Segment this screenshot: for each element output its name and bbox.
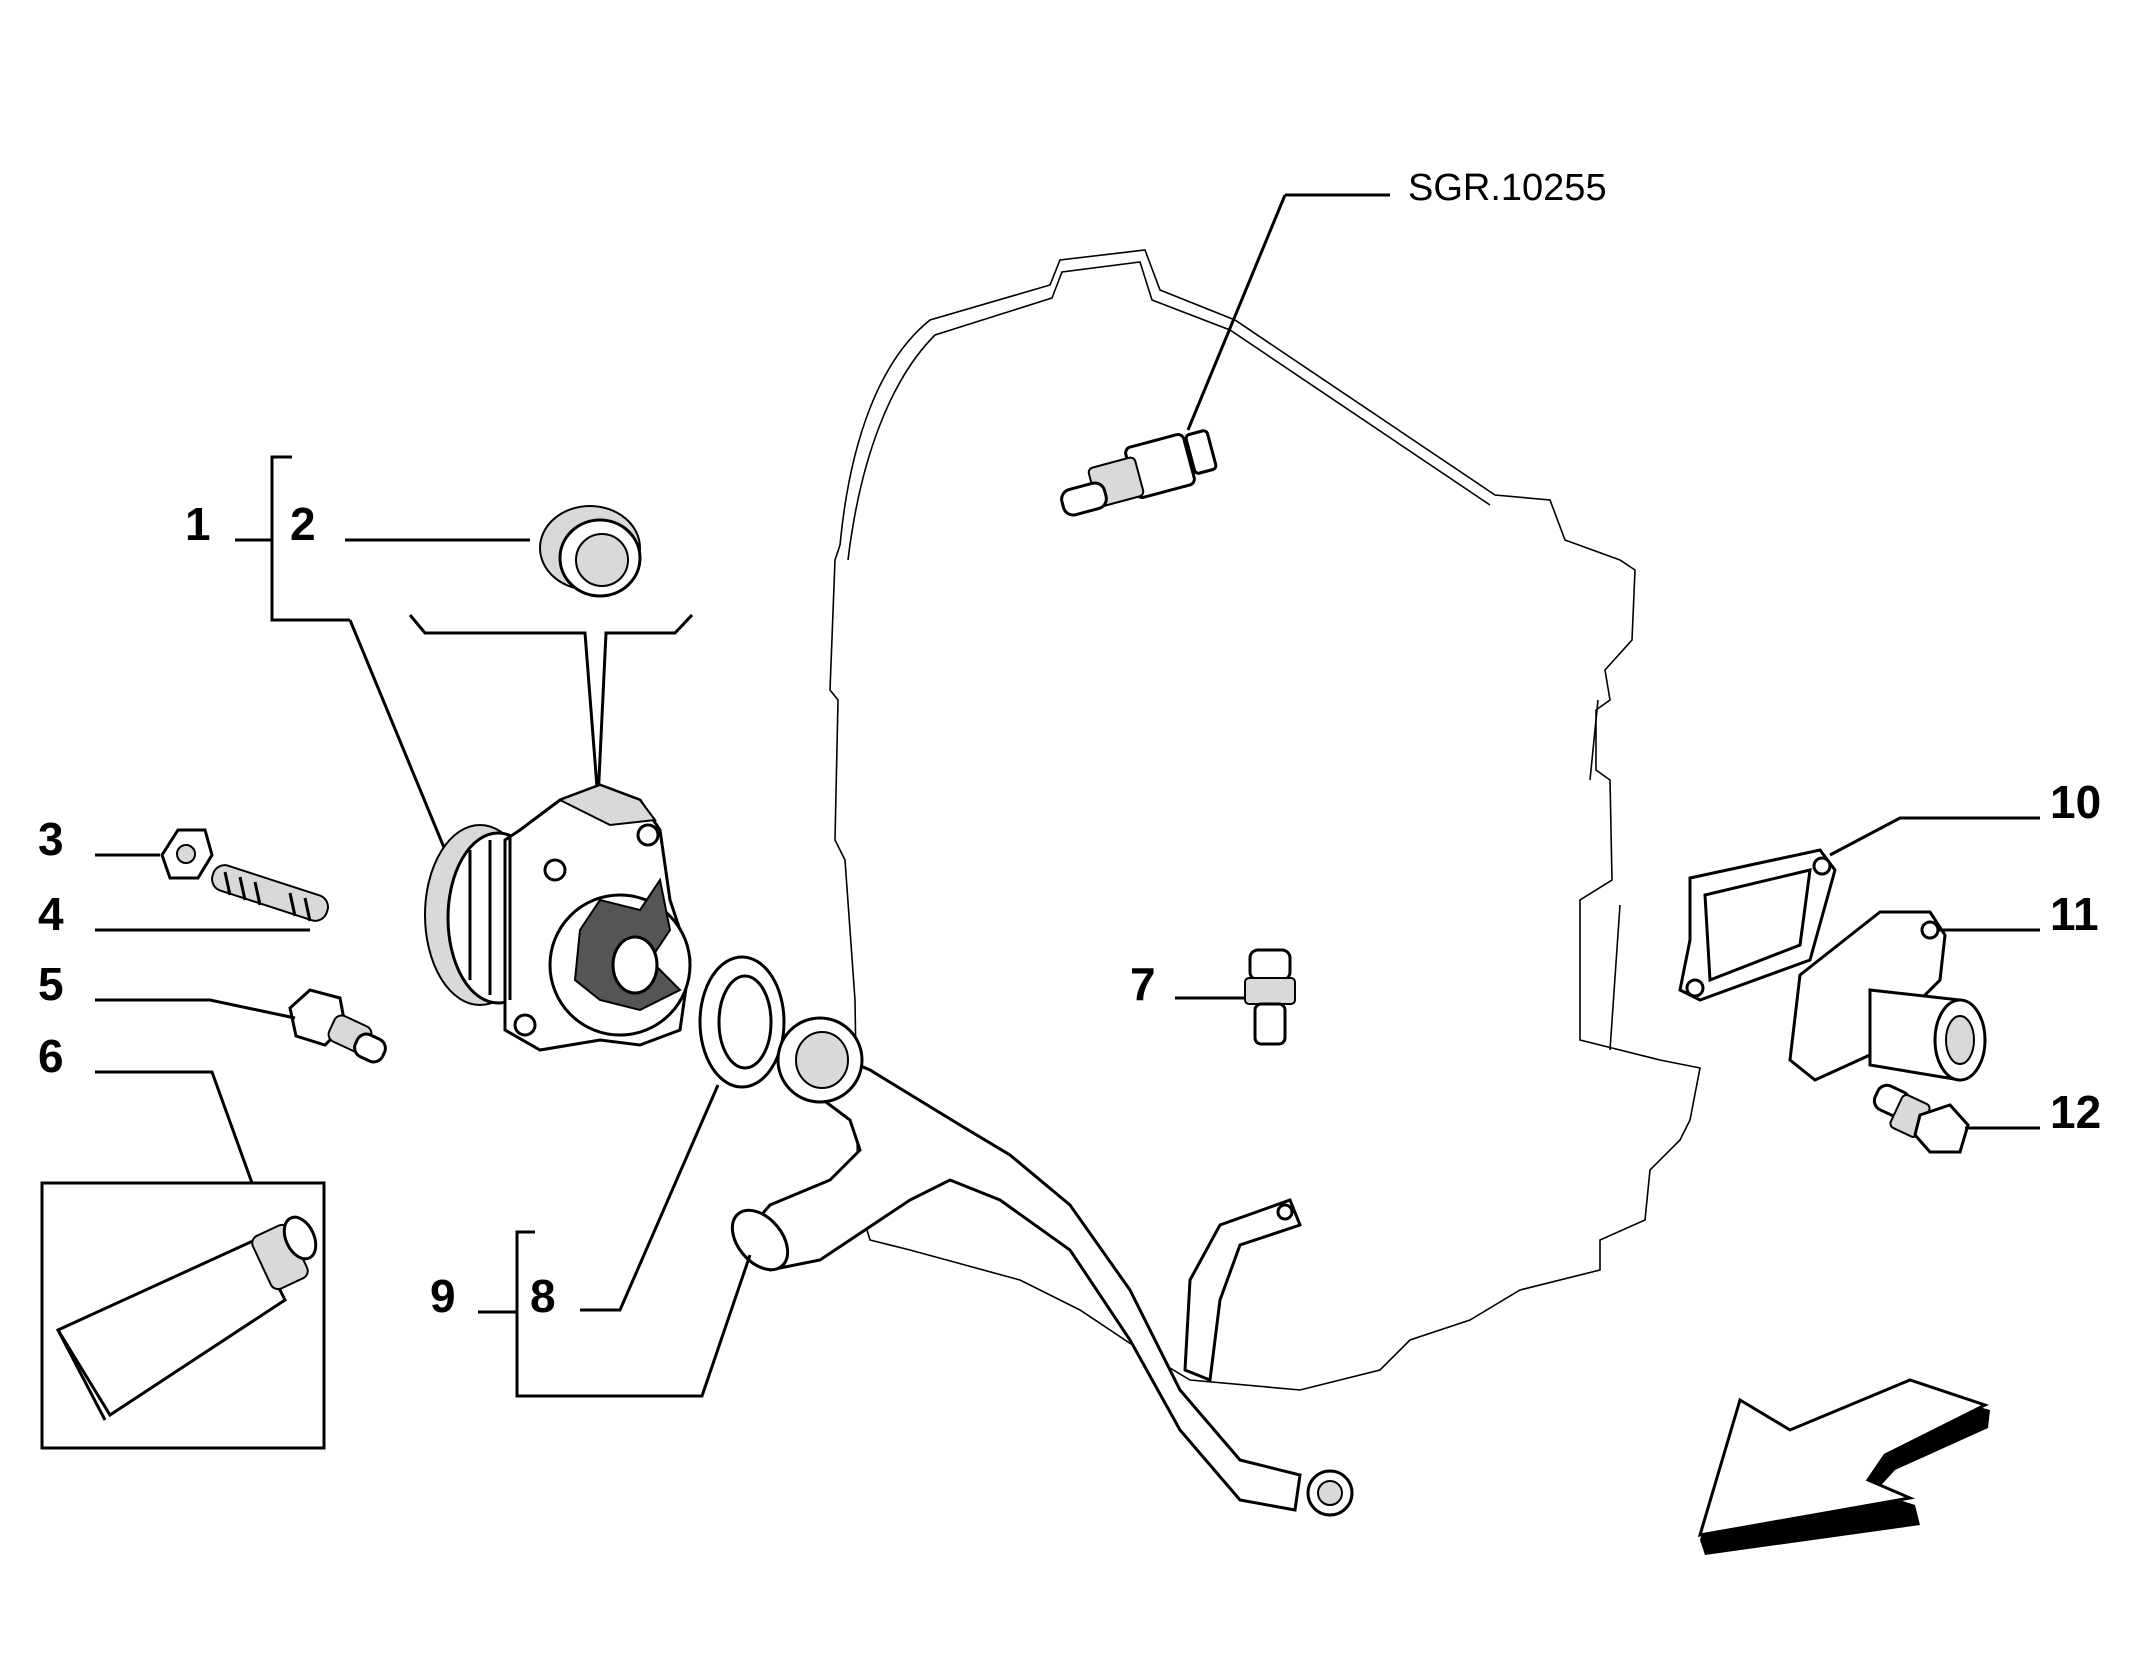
stud-part <box>211 864 329 922</box>
callout-6: 6 <box>38 1030 64 1082</box>
pump-plug-part <box>539 505 642 598</box>
nut-part <box>160 828 214 880</box>
callout-12: 12 <box>2050 1086 2101 1138</box>
callout-2: 2 <box>290 498 316 550</box>
o-ring-part <box>698 955 786 1089</box>
callout-1: 1 <box>185 498 211 550</box>
sealant-tube-part <box>55 1215 318 1421</box>
callout-4: 4 <box>38 888 64 940</box>
temp-sensor-part <box>1872 1083 1970 1154</box>
callout-8: 8 <box>530 1270 556 1322</box>
callout-10: 10 <box>2050 776 2101 828</box>
callout-11: 11 <box>2050 888 2099 940</box>
callout-3: 3 <box>38 813 64 865</box>
plug-indicator <box>408 613 694 801</box>
callout-9: 9 <box>430 1270 456 1322</box>
union-fitting-part <box>288 988 387 1064</box>
water-pump-part <box>424 783 692 1052</box>
callout-5: 5 <box>38 958 64 1010</box>
direction-arrow-icon <box>1697 1378 1990 1555</box>
reference-code: SGR.10255 <box>1408 167 1607 209</box>
coolant-pipe-part <box>730 1016 1354 1517</box>
callout-7: 7 <box>1130 958 1156 1010</box>
bleed-screw-part <box>1244 948 1296 1046</box>
engine-sensor <box>1060 429 1218 517</box>
engine-block-outline <box>829 249 1701 1391</box>
gasket-part <box>1678 848 1837 1002</box>
thermostat-housing-part <box>1788 910 1987 1082</box>
bracket-8-9 <box>515 1230 752 1398</box>
